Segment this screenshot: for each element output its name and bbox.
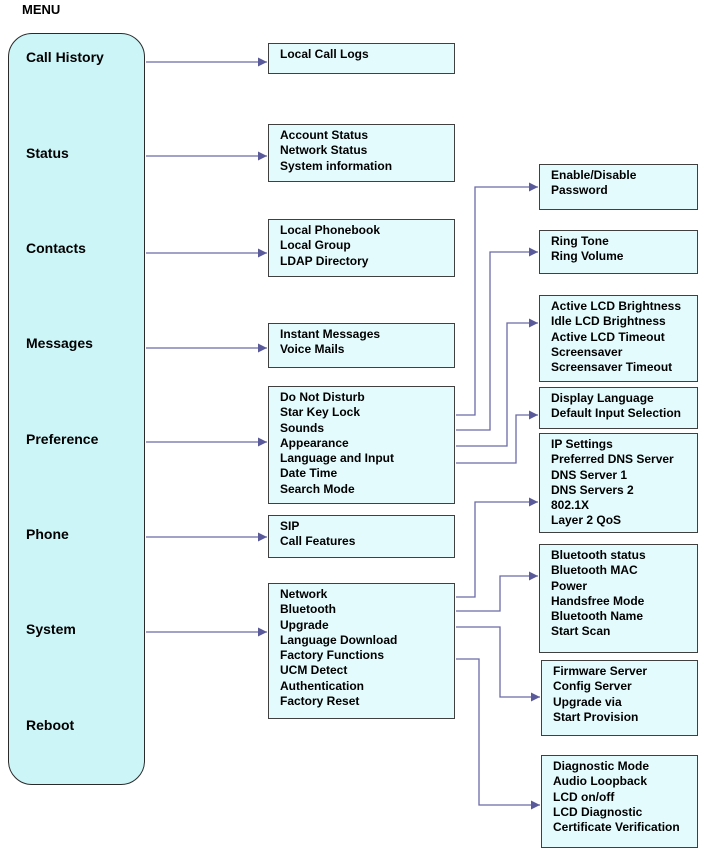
menu-item-contacts[interactable]: Contacts [26,240,86,256]
submenu-item[interactable]: Default Input Selection [551,406,682,421]
submenu-item[interactable]: Bluetooth [280,602,336,617]
submenu-item[interactable]: Idle LCD Brightness [551,314,666,329]
submenu-item[interactable]: Appearance [280,435,349,450]
submenu-item[interactable]: Screensaver Timeout [551,360,673,375]
submenu-item[interactable]: Diagnostic Mode [553,759,650,773]
menu-item-reboot[interactable]: Reboot [26,717,75,733]
status-submenu: Account Status Network Status System inf… [268,124,455,182]
submenu-item[interactable]: Factory Reset [280,694,360,709]
system-submenu: Network Bluetooth Upgrade Language Downl… [268,583,455,719]
appearance-submenu: Active LCD Brightness Idle LCD Brightnes… [539,295,698,382]
upgrade-submenu: Firmware Server Config Server Upgrade vi… [541,660,698,736]
submenu-item[interactable]: Layer 2 QoS [551,513,622,528]
language-submenu: Display Language Default Input Selection [539,387,698,429]
submenu-item[interactable]: IP Settings [551,437,613,451]
submenu-item[interactable]: Network [280,587,328,601]
menu-item-status[interactable]: Status [26,145,69,161]
contacts-submenu: Local Phonebook Local Group LDAP Directo… [268,219,455,277]
submenu-item[interactable]: Firmware Server [553,664,648,678]
submenu-item[interactable]: Factory Functions [280,648,385,663]
submenu-item[interactable]: Screensaver [551,344,623,359]
submenu-item[interactable]: Password [551,183,608,198]
menu-item-preference[interactable]: Preference [26,431,99,447]
submenu-item[interactable]: Authentication [280,678,364,693]
submenu-item[interactable]: Preferred DNS Server [551,452,674,467]
submenu-item[interactable]: Local Group [280,238,351,253]
submenu-item[interactable]: Display Language [551,391,654,405]
submenu-item[interactable]: Upgrade [280,617,329,632]
arrow-sounds [456,247,538,431]
submenu-item[interactable]: Bluetooth status [551,548,646,562]
submenu-item[interactable]: Active LCD Timeout [551,329,665,344]
main-menu-panel [8,33,145,785]
submenu-item[interactable]: System information [280,158,393,173]
call-history-submenu: Local Call Logs [268,43,455,74]
submenu-item[interactable]: Account Status [280,128,369,142]
preference-submenu: Do Not Disturb Star Key Lock Sounds Appe… [268,386,455,504]
submenu-item[interactable]: Star Key Lock [280,405,361,420]
submenu-item[interactable]: Voice Mails [280,342,345,357]
submenu-item[interactable]: SIP [280,519,300,533]
submenu-item[interactable]: Date Time [280,466,338,481]
arrow-bluetooth [456,571,538,612]
menu-item-messages[interactable]: Messages [26,335,93,351]
submenu-item[interactable]: Active LCD Brightness [551,299,682,313]
arrow-upgrade [456,626,540,702]
submenu-item[interactable]: Start Provision [553,709,639,724]
submenu-item[interactable]: 802.1X [551,498,590,513]
phone-submenu: SIP Call Features [268,515,455,558]
submenu-item[interactable]: Ring Volume [551,249,624,264]
submenu-item[interactable]: Config Server [553,679,632,694]
bluetooth-submenu: Bluetooth status Bluetooth MAC Power Han… [539,544,698,653]
submenu-item[interactable]: Do Not Disturb [280,390,365,404]
submenu-item[interactable]: Ring Tone [551,234,609,248]
submenu-item[interactable]: Handsfree Mode [551,593,645,608]
submenu-item[interactable]: DNS Server 1 [551,467,628,482]
menu-item-phone[interactable]: Phone [26,526,69,542]
submenu-item[interactable]: LDAP Directory [280,253,369,268]
arrow-network [456,497,538,598]
arrow-appearance [456,318,538,447]
submenu-item[interactable]: Search Mode [280,481,355,496]
submenu-item[interactable]: Instant Messages [280,327,381,341]
submenu-item[interactable]: Language Download [280,632,398,647]
menu-item-call-history[interactable]: Call History [26,49,104,65]
arrow-password [456,182,538,416]
submenu-item[interactable]: Upgrade via [553,694,622,709]
submenu-item[interactable]: Bluetooth MAC [551,563,638,578]
submenu-item[interactable]: Sounds [280,420,324,435]
messages-submenu: Instant Messages Voice Mails [268,323,455,368]
submenu-item[interactable]: Enable/Disable [551,168,637,182]
submenu-item[interactable]: Power [551,578,588,593]
submenu-item[interactable]: Audio Loopback [553,774,647,789]
submenu-item[interactable]: Language and Input [280,451,394,466]
submenu-item[interactable]: UCM Detect [280,663,348,678]
password-submenu: Enable/Disable Password [539,164,698,210]
submenu-item[interactable]: Call Features [280,534,356,549]
submenu-item[interactable]: Start Scan [551,624,611,639]
sounds-submenu: Ring Tone Ring Volume [539,230,698,274]
factory-functions-submenu: Diagnostic Mode Audio Loopback LCD on/of… [541,755,698,848]
menu-item-system[interactable]: System [26,621,76,637]
submenu-item[interactable]: DNS Servers 2 [551,482,634,497]
submenu-item[interactable]: Local Call Logs [280,47,369,61]
arrow-language [456,410,538,464]
submenu-item[interactable]: Bluetooth Name [551,609,644,624]
submenu-item[interactable]: LCD on/off [553,789,615,804]
submenu-item[interactable]: Local Phonebook [280,223,381,237]
network-submenu: IP Settings Preferred DNS Server DNS Ser… [539,433,698,533]
menu-title: MENU [22,2,61,17]
submenu-item[interactable]: Network Status [280,143,368,158]
submenu-item[interactable]: LCD Diagnostic [553,804,643,819]
submenu-item[interactable]: Certificate Verification [553,820,680,835]
arrow-factory [456,658,540,810]
